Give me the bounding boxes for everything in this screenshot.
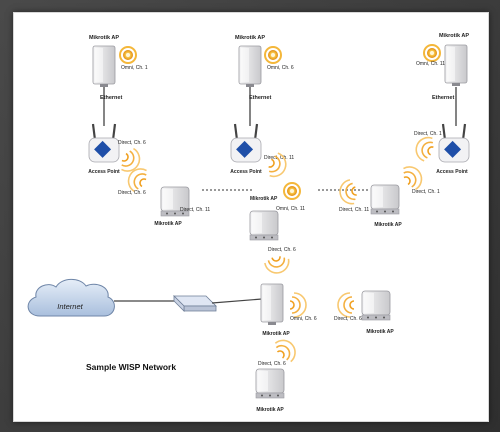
gateway-device-icon (260, 283, 284, 326)
gateway-wave-icon (289, 292, 307, 318)
relay-right-in-wave-icon (337, 178, 359, 207)
tower-1-device-icon (92, 45, 116, 88)
client-bottom-direct-label: Direct, Ch. 6 (258, 361, 286, 367)
internet-label: Internet (57, 302, 83, 311)
tower-2-ap-icon (229, 122, 263, 164)
diagram-canvas: Mikrotik AP Omni, Ch. 1 Ethernet Access … (13, 12, 489, 422)
tower-1-direct-label: Direct, Ch. 6 (118, 140, 146, 146)
relay-right-direct-out: Direct, Ch. 11 (339, 207, 369, 213)
relay-right-out-wave-icon (399, 161, 427, 193)
relay-right-name: Mikrotik AP (374, 222, 402, 228)
relay-center-omni-label: Omni, Ch. 11 (276, 206, 305, 212)
diagram-title: Sample WISP Network (86, 362, 176, 372)
tower-2-omni-label: Omni, Ch. 6 (267, 65, 294, 71)
client-right-group: Direct, Ch. 6 Mikrotik AP (334, 290, 394, 335)
tower-2-device-icon (238, 45, 262, 88)
client-right-name: Mikrotik AP (366, 329, 394, 335)
gateway-omni-label: Omni, Ch. 6 (290, 316, 317, 322)
tower-2-direct-label: Direct, Ch. 11 (264, 155, 294, 161)
relay-right-device-icon (370, 184, 400, 215)
internet-cloud-icon (27, 278, 115, 317)
relay-right-direct-in: Direct, Ch. 1 (412, 189, 440, 195)
tower-3-omni-icon (423, 44, 441, 62)
gateway-name: Mikrotik AP (262, 331, 290, 337)
tower-2-group: Mikrotik AP Omni, Ch. 6 Ethernet Access … (229, 35, 294, 181)
tower-3-link-label: Ethernet (432, 95, 454, 101)
relay-center-group: Mikrotik AP Omni, Ch. 11 Direct, Ch. 6 (249, 182, 305, 276)
relay-right-group: Direct, Ch. 1 Direct, Ch. 11 Mikrotik AP (318, 161, 440, 228)
network-diagram: Mikrotik AP Omni, Ch. 1 Ethernet Access … (27, 33, 471, 413)
client-bottom-group: Direct, Ch. 6 Mikrotik AP (255, 334, 301, 413)
relay-center-device-icon (249, 210, 279, 241)
client-right-direct-label: Direct, Ch. 6 (334, 316, 362, 322)
switch-gateway-link (211, 298, 263, 304)
tower-3-device-icon (444, 44, 468, 87)
tower-3-group: Mikrotik AP Omni, Ch. 11 Ethernet Access… (412, 33, 471, 175)
tower-1-direct-wave-icon (117, 145, 145, 177)
relay-center-direct-label: Direct, Ch. 6 (268, 247, 296, 253)
client-right-wave-icon (337, 292, 355, 318)
tower-1-name: Mikrotik AP (89, 35, 119, 41)
tower-3-name: Mikrotik AP (439, 33, 469, 39)
internet-group: Internet (27, 278, 263, 317)
relay-left-direct-out: Direct, Ch. 11 (180, 207, 210, 213)
tower-2-ap-name: Access Point (230, 169, 262, 175)
tower-3-ap-name: Access Point (436, 169, 468, 175)
tower-3-direct-wave-icon (412, 133, 437, 164)
tower-1-ap-name: Access Point (88, 169, 120, 175)
tower-3-omni-label: Omni, Ch. 11 (416, 61, 445, 67)
client-bottom-name: Mikrotik AP (256, 407, 284, 413)
relay-center-omni-icon (283, 182, 301, 200)
relay-left-name: Mikrotik AP (154, 221, 182, 227)
switch-icon (173, 295, 217, 312)
relay-left-group: Direct, Ch. 6 Mikrotik AP Direct, Ch. 11 (118, 163, 254, 227)
relay-center-name: Mikrotik AP (250, 196, 278, 202)
client-right-device-icon (361, 290, 391, 321)
tower-2-link-label: Ethernet (249, 95, 271, 101)
tower-1-link-label: Ethernet (100, 95, 122, 101)
tower-2-omni-icon (264, 46, 282, 64)
tower-3-ap-icon (437, 122, 471, 164)
gateway-group: Omni, Ch. 6 Mikrotik AP (260, 283, 317, 337)
client-bottom-wave-icon (271, 334, 301, 365)
relay-left-direct-in: Direct, Ch. 6 (118, 190, 146, 196)
relay-center-wave-icon (263, 254, 292, 276)
tower-1-group: Mikrotik AP Omni, Ch. 1 Ethernet Access … (87, 35, 148, 177)
tower-1-omni-icon (119, 46, 137, 64)
tower-1-ap-icon (87, 122, 121, 164)
client-bottom-device-icon (255, 368, 285, 399)
tower-2-name: Mikrotik AP (235, 35, 265, 41)
tower-1-omni-label: Omni, Ch. 1 (121, 65, 148, 71)
tower-3-direct-label: Direct, Ch. 1 (414, 131, 442, 137)
